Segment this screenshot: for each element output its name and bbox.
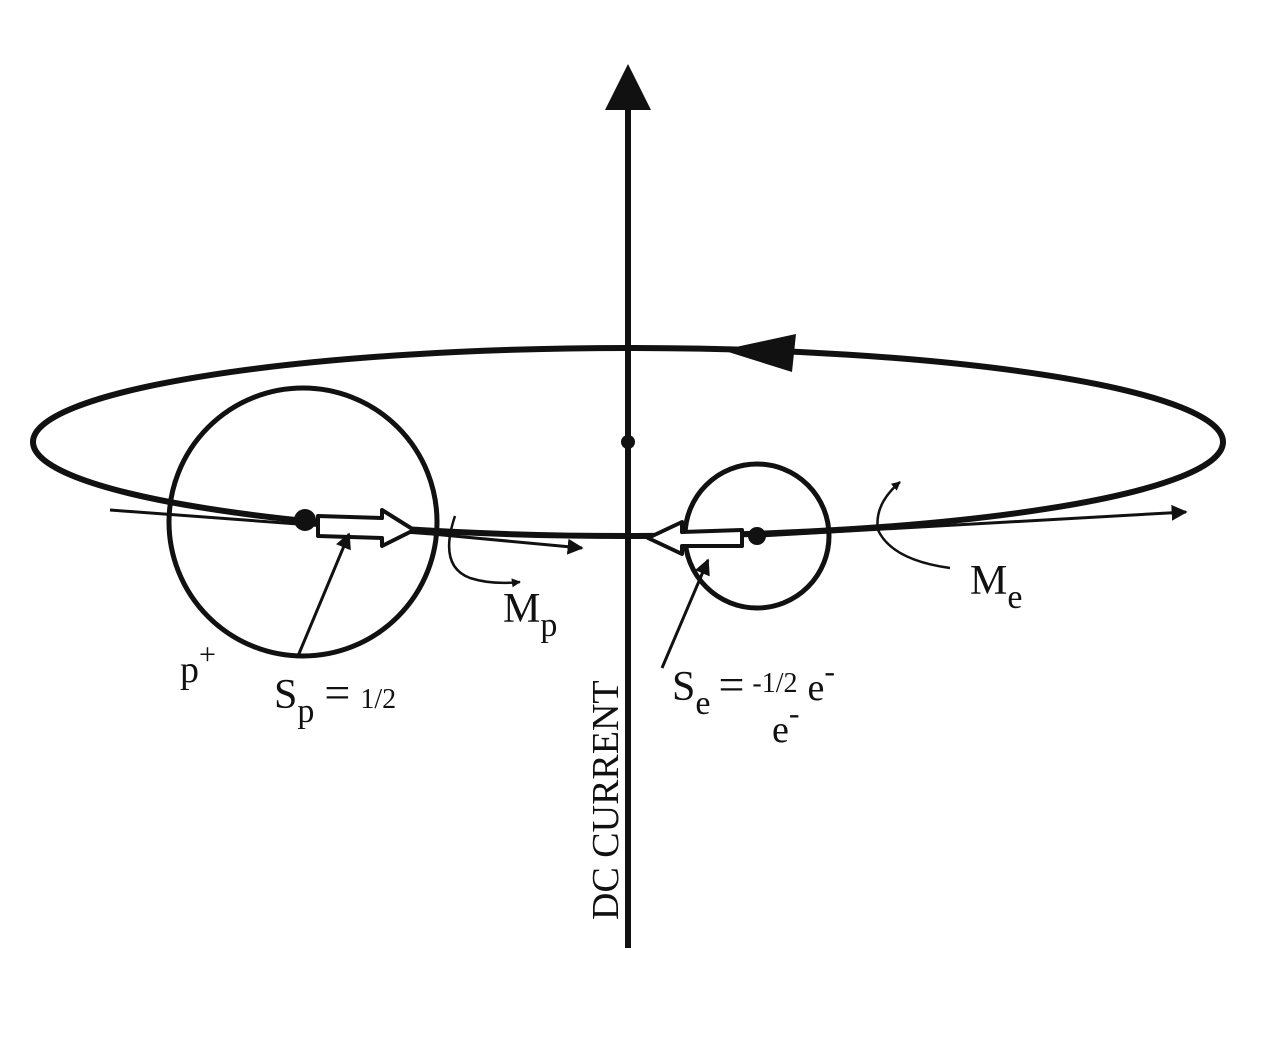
electron-dot	[748, 527, 766, 545]
proton-tangent-arrow	[431, 532, 584, 555]
electron-spin-leader	[660, 558, 710, 669]
current-axis-label: DC CURRENT	[585, 680, 627, 920]
proton-moment-curve	[447, 515, 521, 588]
current-arrowhead	[605, 64, 651, 110]
proton-moment-label: Mp	[503, 586, 557, 644]
proton-spin-leader	[296, 532, 351, 657]
proton-label: p+	[180, 638, 216, 691]
electron-moment-label: Me	[970, 558, 1022, 616]
proton-spin-arrow	[316, 508, 416, 548]
axis-center-dot	[621, 435, 635, 449]
proton-spin-label: Sp=1/2	[274, 667, 396, 730]
proton-dot	[294, 509, 316, 531]
electron-label: e-	[772, 695, 800, 751]
orbit-direction-arrowhead	[722, 334, 796, 372]
orbit-ellipse	[30, 345, 1226, 539]
proton-circle	[166, 385, 440, 659]
electron-spin-arrow	[646, 520, 744, 556]
electron-tangent-arrow	[759, 504, 1188, 538]
electron-moment-curve	[876, 481, 951, 570]
